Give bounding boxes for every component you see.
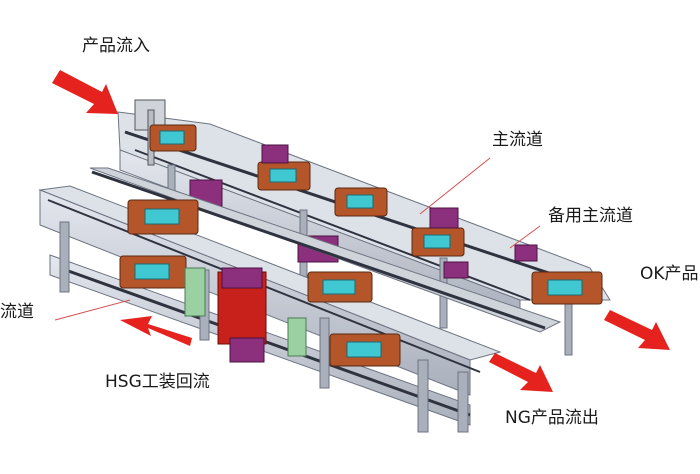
fixture-screen [346, 341, 382, 358]
fixture-screen [159, 130, 185, 145]
return-leg [457, 371, 469, 433]
return-leg [319, 317, 330, 389]
leader-backup-lane [509, 225, 541, 249]
arrow-ng-out [489, 353, 553, 392]
return-leg [417, 359, 429, 433]
return-leg [59, 221, 70, 293]
fixture-screen [144, 208, 180, 225]
main-fixtures [149, 124, 603, 305]
lift-motor-lower [229, 337, 265, 363]
leader-left-lane [54, 299, 131, 321]
arrow-product-in [52, 70, 118, 114]
fixture-screen [269, 168, 297, 183]
label-left-lane: 流道 [0, 302, 34, 322]
motor [443, 261, 469, 279]
fixture-screen [134, 263, 170, 280]
label-ok-out: OK产品 [640, 264, 699, 284]
motor [429, 207, 459, 229]
label-ng-out: NG产品流出 [505, 408, 599, 428]
label-product-in: 产品流入 [82, 36, 150, 56]
main-leg [564, 299, 573, 356]
return-fixtures [119, 199, 401, 367]
fixture-screen [346, 194, 374, 209]
backup-conveyor-top [89, 167, 562, 333]
leader-main-lane [419, 157, 491, 215]
arrow-ok-out [604, 310, 670, 350]
fixture-screen [322, 279, 356, 295]
fixture-screen [423, 234, 451, 249]
label-backup-main-lane: 备用主流道 [548, 206, 633, 226]
sensor-block [184, 267, 206, 317]
sensor-block [287, 317, 307, 357]
arrow-hsg-return [120, 316, 192, 346]
backup-belt [91, 170, 546, 330]
backup-conveyor [89, 167, 562, 333]
lift-unit [184, 267, 307, 363]
lift-motor [221, 267, 263, 289]
motor [261, 144, 289, 164]
fixture-screen [547, 279, 583, 296]
label-hsg-return: HSG工装回流 [105, 372, 210, 392]
label-main-lane: 主流道 [492, 130, 543, 150]
leader-lines [54, 157, 541, 321]
flow-arrows [52, 70, 670, 392]
motor [514, 244, 538, 262]
